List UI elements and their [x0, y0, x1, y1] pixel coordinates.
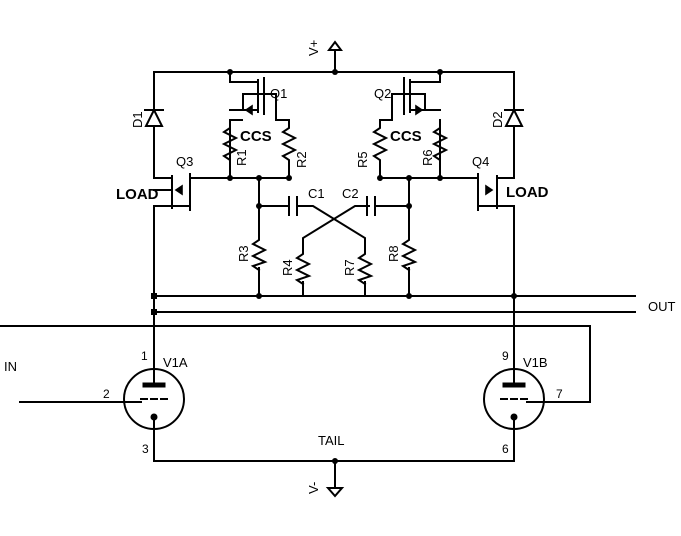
r3-label: R3 — [236, 245, 251, 262]
r2-label: R2 — [294, 151, 309, 168]
input-label: IN — [4, 359, 17, 374]
v1a-pin-cathode: 3 — [142, 442, 149, 456]
resistor-r5: R5 — [355, 119, 389, 168]
v1a-pin-plate: 1 — [141, 349, 148, 363]
v1b-pin-grid: 7 — [556, 387, 563, 401]
r6-label: R6 — [420, 149, 435, 166]
diode-d2: D2 — [490, 107, 524, 128]
vplus-symbol: V+ — [306, 40, 343, 56]
resistor-r4: R4 — [280, 249, 312, 286]
junction-dots — [151, 69, 517, 464]
d2-label: D2 — [490, 111, 505, 128]
q2-label: Q2 — [374, 86, 391, 101]
v1a-label: V1A — [163, 355, 188, 370]
resistor-r3: R3 — [236, 235, 268, 272]
load-label-left: LOAD — [116, 186, 159, 203]
r7-label: R7 — [342, 259, 357, 276]
q3-label: Q3 — [176, 154, 193, 169]
v1b-pin-cathode: 6 — [502, 442, 509, 456]
mosfet-q1: Q1 — [244, 77, 287, 116]
ccs-label-right: CCS — [390, 128, 422, 145]
v1a-pin-grid: 2 — [103, 387, 110, 401]
wiring — [0, 49, 636, 489]
mosfet-q3: Q3 — [171, 154, 193, 211]
resistor-r1: R1 — [221, 119, 249, 179]
v1b-label: V1B — [523, 355, 548, 370]
mosfet-q2: Q2 — [374, 77, 424, 116]
c2-label: C2 — [342, 186, 359, 201]
c1-label: C1 — [308, 186, 325, 201]
capacitor-c1: C1 — [284, 186, 325, 216]
tube-v1a: V1A 1 2 3 — [103, 349, 188, 456]
output-label: OUT — [648, 299, 676, 314]
v1b-pin-plate: 9 — [502, 349, 509, 363]
resistor-r7: R7 — [342, 249, 374, 286]
d1-label: D1 — [130, 111, 145, 128]
mosfet-q4: Q4 — [472, 154, 498, 211]
resistor-r2: R2 — [280, 119, 309, 168]
q4-label: Q4 — [472, 154, 489, 169]
vminus-symbol: V- — [306, 482, 345, 498]
resistor-r8: R8 — [386, 235, 418, 272]
r8-label: R8 — [386, 245, 401, 262]
r4-label: R4 — [280, 259, 295, 276]
vminus-label: V- — [306, 482, 321, 494]
r1-label: R1 — [234, 149, 249, 166]
load-label-right: LOAD — [506, 184, 549, 201]
tail-label: TAIL — [318, 433, 345, 448]
capacitor-c2: C2 — [342, 186, 384, 216]
tube-v1b: V1B 9 7 6 — [483, 349, 563, 456]
r5-label: R5 — [355, 151, 370, 168]
resistor-r6: R6 — [420, 119, 449, 179]
q1-label: Q1 — [270, 86, 287, 101]
diode-d1: D1 — [130, 107, 164, 128]
vplus-label: V+ — [306, 40, 321, 56]
ccs-label-left: CCS — [240, 128, 272, 145]
